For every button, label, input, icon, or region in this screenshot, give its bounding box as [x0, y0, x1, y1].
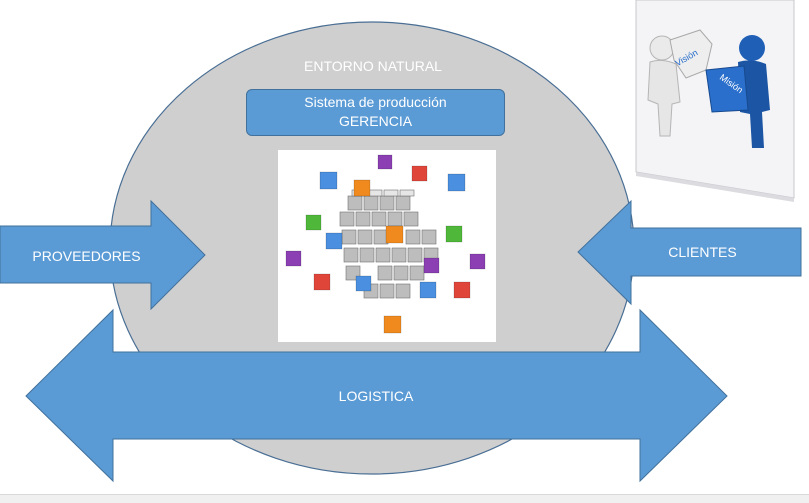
management-box-line1: Sistema de producción [304, 94, 447, 110]
white-figure [647, 29, 713, 137]
cube-image [278, 150, 496, 342]
cube-grid [339, 189, 439, 299]
environment-label: ENTORNO NATURAL [304, 58, 442, 74]
colored-cubes [285, 154, 486, 334]
suppliers-arrow [0, 199, 206, 311]
logistics-double-arrow [25, 308, 728, 483]
blue-figure [705, 35, 770, 148]
window-bottom-edge [0, 494, 809, 503]
vision-mission-image: Visión Misión [635, 0, 795, 202]
management-box-line2: GERENCIA [338, 113, 413, 129]
clients-arrow [577, 199, 802, 306]
management-box: Sistema de producción GERENCIA [246, 89, 505, 136]
logistics-label: LOGISTICA [338, 388, 414, 404]
clients-label: CLIENTES [668, 244, 737, 260]
suppliers-label: PROVEEDORES [32, 248, 141, 264]
